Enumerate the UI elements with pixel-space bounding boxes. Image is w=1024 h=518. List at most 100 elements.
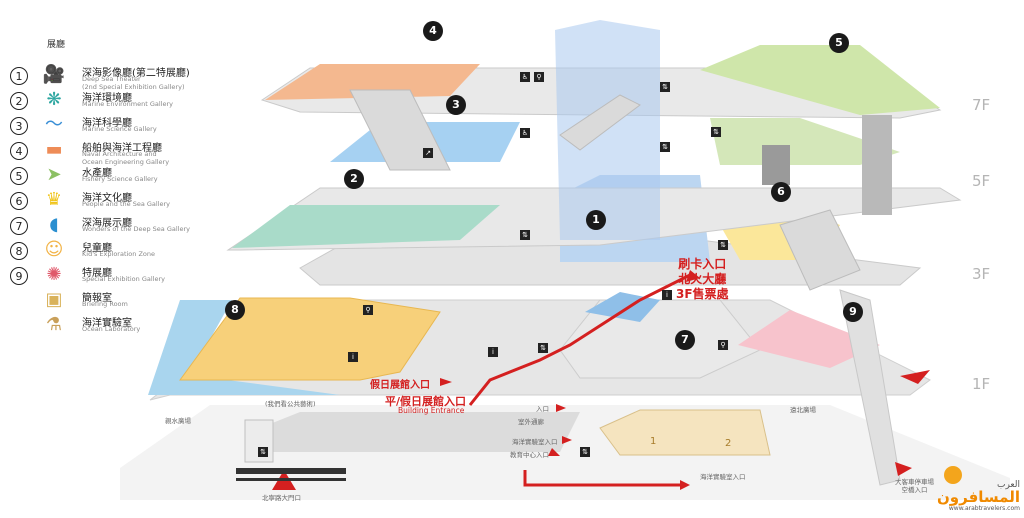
marker-7[interactable]: 7 xyxy=(675,330,695,350)
watermark-url: www.arabtravelers.com xyxy=(948,505,1020,512)
legend-label-zh: 海洋文化廳 xyxy=(82,193,132,204)
burst-icon: ✺ xyxy=(46,264,62,285)
restroom-icon: ⚲ xyxy=(718,340,728,350)
zone-8-kids xyxy=(179,297,441,381)
zone-4 xyxy=(265,64,480,100)
restroom-icon: ♿ xyxy=(520,72,530,82)
card-entrance-text: 刷卡入口 xyxy=(678,257,727,271)
restroom-icon: ⚲ xyxy=(534,72,544,82)
elevator-icon: ⇅ xyxy=(520,230,530,240)
entrance-label: 入口 xyxy=(536,405,549,413)
legend-item[interactable]: 1🎥深海影像廳(第二特展廳)Deep Sea Theater (2nd Spec… xyxy=(8,64,208,90)
legend-label-zh: 深海影像廳(第二特展廳) xyxy=(82,68,190,79)
elevator-icon: ⇅ xyxy=(660,82,670,92)
microscope-icon: ⚗ xyxy=(45,314,63,335)
marker-1[interactable]: 1 xyxy=(586,210,606,230)
atrium-tower xyxy=(555,20,660,240)
lab-room-1: 1 xyxy=(650,436,657,447)
elevator-icon: ⇅ xyxy=(660,142,670,152)
legend-number: 5 xyxy=(10,167,28,185)
legend-number: 6 xyxy=(10,192,28,210)
crown-icon: ♛ xyxy=(45,189,63,210)
elevator-icon: ⇅ xyxy=(538,343,548,353)
marker-4[interactable]: 4 xyxy=(423,21,443,41)
legend-label-zh: 海洋科學廳 xyxy=(82,118,132,129)
elevator-icon: ⇅ xyxy=(580,447,590,457)
marker-3[interactable]: 3 xyxy=(446,95,466,115)
floor-label-5f: 5F xyxy=(972,172,991,190)
floor-label-3f: 3F xyxy=(972,265,991,283)
legend-number: 9 xyxy=(10,267,28,285)
watermark-small: العرب xyxy=(996,480,1020,490)
edu-entrance-label: 教育中心入口 xyxy=(510,451,549,459)
legend-label-en: Ocean Laboratory xyxy=(82,325,141,333)
legend-label-en: Briefing Room xyxy=(82,300,128,308)
elevator-icon: ⇅ xyxy=(711,127,721,137)
pool-label: (我們看公共藝術) xyxy=(265,400,316,408)
east-arrow xyxy=(900,370,930,384)
marker-8[interactable]: 8 xyxy=(225,300,245,320)
legend-label-zh: 簡報室 xyxy=(82,293,112,304)
small-arrow-2 xyxy=(556,404,566,412)
info-icon: i xyxy=(348,352,358,362)
wave-icon: 〜 xyxy=(45,114,63,135)
legend-label-zh: 特展廳 xyxy=(82,268,112,279)
building-entrance[interactable]: 平/假日展館入口 xyxy=(385,395,467,408)
entrance-card-list: 刷卡入口 北火大廳 3F售票處 xyxy=(676,257,729,302)
submarine-icon: ◖ xyxy=(49,214,59,235)
lab-room-2: 2 xyxy=(725,438,732,449)
building-entrance-en: Building Entrance xyxy=(398,406,465,415)
legend-number: 7 xyxy=(10,217,28,235)
legend-label-en: Kid's Exploration Zone xyxy=(82,250,156,258)
route-arrow xyxy=(686,270,700,282)
briefing-icon: ▣ xyxy=(45,289,63,310)
escalator-3 xyxy=(779,209,861,291)
bus-entrance-label: 大客車停車場 空橋入口 xyxy=(895,478,934,494)
marker-6[interactable]: 6 xyxy=(771,182,791,202)
escalator-2 xyxy=(559,94,641,151)
legend-label-zh: 海洋實驗室 xyxy=(82,318,132,329)
outdoor-passage-label: 室外通廊 xyxy=(518,418,544,426)
tower xyxy=(762,145,790,185)
info-icon: i xyxy=(662,290,672,300)
legend-label-en: Naval Architecture and Ocean Engineering… xyxy=(82,150,170,166)
legend-number: 2 xyxy=(10,92,28,110)
coral-icon: ❋ xyxy=(46,89,62,110)
legend-number: 8 xyxy=(10,242,28,260)
marker-5[interactable]: 5 xyxy=(829,33,849,53)
marker-2[interactable]: 2 xyxy=(344,169,364,189)
rail-2 xyxy=(236,478,346,481)
legend-number: 3 xyxy=(10,117,28,135)
elevator-icon: ⇅ xyxy=(718,240,728,250)
legend-number xyxy=(10,317,28,335)
ne-arrow xyxy=(895,462,912,476)
north-hall-text: 北火大廳 xyxy=(678,272,727,286)
info-icon: i xyxy=(488,347,498,357)
stairs-icon: ↗ xyxy=(423,148,433,158)
zone-5-lower xyxy=(710,118,900,165)
watermark-sun-icon xyxy=(944,466,962,484)
legend-label-en: Marine Science Gallery xyxy=(82,125,157,133)
ship-icon: ▬ xyxy=(45,139,63,160)
marker-9[interactable]: 9 xyxy=(843,302,863,322)
floor-label-1f: 1F xyxy=(972,375,991,393)
legend-label-en: Deep Sea Theater (2nd Special Exhibition… xyxy=(82,75,185,91)
lab-rooms xyxy=(599,409,771,456)
legend-label-en: Marine Environment Gallery xyxy=(82,100,173,108)
rail xyxy=(236,468,346,474)
lower-route xyxy=(523,470,680,487)
holiday-entrance[interactable]: 假日展館入口 xyxy=(370,380,430,391)
entrance-route xyxy=(468,273,691,406)
small-arrow-3 xyxy=(562,436,572,444)
small-arrow-4 xyxy=(548,448,560,456)
